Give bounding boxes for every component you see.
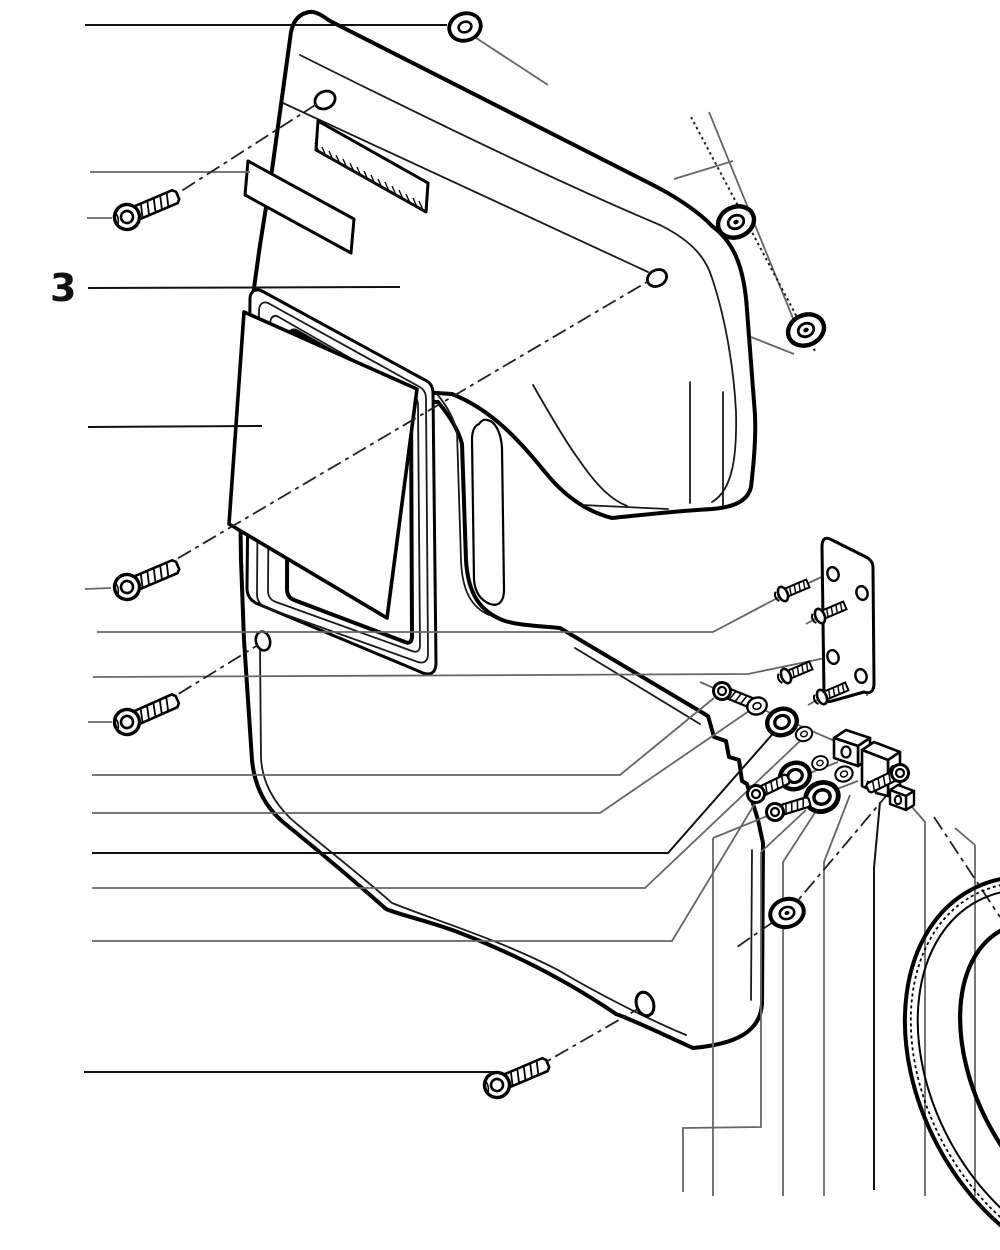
drive-belt-loop xyxy=(902,874,1000,1250)
rear-cover-inner-line-2 xyxy=(282,102,649,273)
side-groove-line xyxy=(436,393,490,616)
front-cover-inner-bottom xyxy=(259,647,687,1036)
pan-screw-1 xyxy=(771,575,813,606)
axis-grommets xyxy=(690,116,817,354)
axis-belt xyxy=(933,816,1000,918)
pan-screw-3 xyxy=(774,657,816,688)
cluster-screw-left-2 xyxy=(762,791,814,825)
grommet-bottom xyxy=(767,895,808,932)
bracket-hole-1 xyxy=(826,565,840,583)
rear-cover-panel xyxy=(243,9,758,520)
nut-block xyxy=(888,783,916,812)
grommet-lower xyxy=(783,309,829,351)
cap-screw-3 xyxy=(108,686,185,741)
label-sticker xyxy=(243,159,356,255)
axis-screw-bottom xyxy=(529,1008,639,1072)
axis-screw-1 xyxy=(157,101,321,207)
rear-cover-cutout-inner xyxy=(532,384,628,507)
frame-mid xyxy=(256,301,429,664)
part-number-label: 3 xyxy=(50,266,77,310)
front-cover-inner-right xyxy=(750,849,753,1001)
front-cover-inner-diagonal xyxy=(574,647,701,725)
screw-hole-right xyxy=(646,268,668,288)
nut-small-2 xyxy=(832,762,856,786)
cap-screw-2 xyxy=(108,552,185,606)
nut-small-1 xyxy=(809,752,831,774)
cap-screw-1 xyxy=(108,182,185,236)
cap-screw-bottom xyxy=(478,1050,555,1104)
rear-cover-outline xyxy=(249,9,758,520)
mount-bracket xyxy=(771,536,876,709)
bracket-hole-3 xyxy=(826,648,840,666)
screw-hole-bottom xyxy=(634,990,656,1018)
hardware-cluster xyxy=(709,678,916,932)
rear-cover-inner-line-1 xyxy=(299,54,738,503)
bracket-hole-4 xyxy=(854,667,868,685)
bracket-hole-2 xyxy=(855,584,869,602)
tab-inner-line-3 xyxy=(581,504,669,510)
axis-screw-2 xyxy=(152,278,653,574)
display-glass xyxy=(227,310,419,620)
side-groove-slot xyxy=(470,418,506,606)
vent-slot xyxy=(314,119,430,214)
